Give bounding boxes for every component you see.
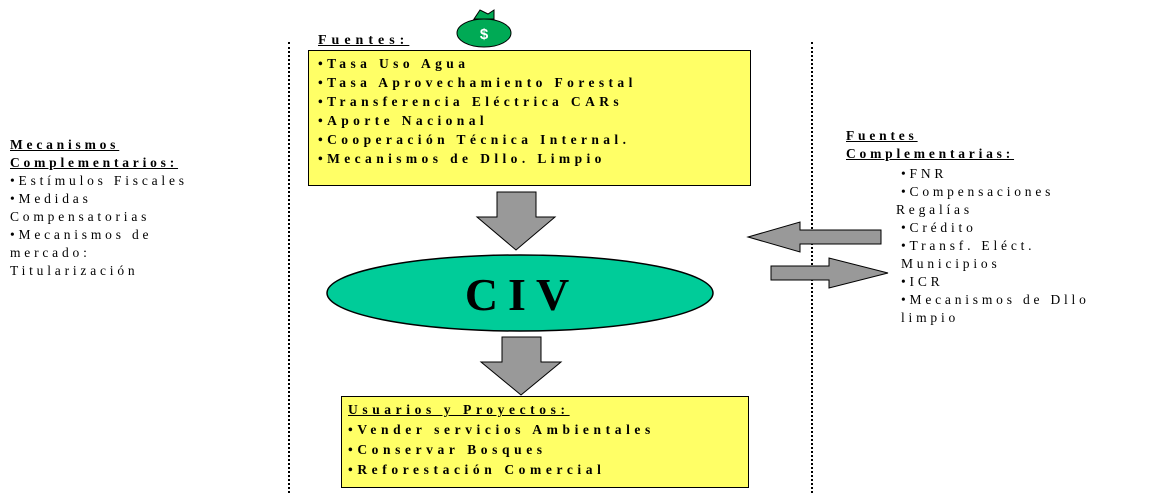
mecanismos-complementarios: Mecanismos Complementarios: •Estímulos F… [10, 136, 188, 280]
fuentes-item: •Mecanismos de Dllo. Limpio [318, 151, 606, 166]
fuentes-item: •Tasa Uso Agua [318, 56, 470, 71]
complementarias-item: •Mecanismos de Dllo [901, 292, 1090, 307]
complementarias-title-line: Complementarias: [846, 146, 1015, 161]
money-bag-icon: $ [456, 9, 512, 48]
complementarias-item: Municipios [901, 256, 1001, 271]
left-arrow-from-complementarias [746, 221, 882, 253]
fuentes-complementarias-list: •FNR •Compensaciones Regalías •Crédito •… [846, 165, 1090, 327]
complementarias-item: •FNR [901, 166, 948, 181]
right-arrow-to-complementarias [770, 257, 889, 289]
mecanismos-item: •Mecanismos de [10, 227, 153, 242]
usuarios-item: •Conservar Bosques [348, 442, 547, 457]
fuentes-item: •Transferencia Eléctrica CARs [318, 94, 624, 109]
complementarias-item: •Crédito [901, 220, 977, 235]
complementarias-item: Regalías [896, 202, 973, 217]
complementarias-item: •ICR [901, 274, 944, 289]
complementarias-title-line: Fuentes [846, 128, 918, 143]
usuarios-title: Usuarios y Proyectos: [348, 402, 570, 417]
usuarios-item: •Vender servicios Ambientales [348, 422, 655, 437]
fuentes-item: •Aporte Nacional [318, 113, 488, 128]
money-bag-symbol: $ [480, 26, 489, 43]
civ-ellipse [326, 254, 714, 332]
complementarias-item: •Transf. Eléct. [901, 238, 1036, 253]
mecanismos-item: •Estímulos Fiscales [10, 173, 188, 188]
fuentes-complementarias: Fuentes Complementarias: [846, 127, 1014, 163]
mecanismos-item: Titularización [10, 263, 139, 278]
fuentes-item: •Cooperación Técnica Internal. [318, 132, 631, 147]
complementarias-item: limpio [901, 310, 960, 325]
fuentes-box: •Tasa Uso Agua •Tasa Aprovechamiento For… [308, 50, 751, 186]
mecanismos-title-line: Complementarios: [10, 155, 179, 170]
complementarias-item: •Compensaciones [901, 184, 1055, 199]
mecanismos-item: mercado: [10, 245, 91, 260]
mecanismos-item: Compensatorias [10, 209, 151, 224]
mecanismos-title-line: Mecanismos [10, 137, 120, 152]
usuarios-box: Usuarios y Proyectos: •Vender servicios … [341, 396, 749, 488]
left-divider [288, 42, 290, 493]
civ-label: CIV [465, 269, 579, 320]
down-arrow-to-usuarios [479, 336, 563, 396]
fuentes-item: •Tasa Aprovechamiento Forestal [318, 75, 637, 90]
mecanismos-item: •Medidas [10, 191, 92, 206]
usuarios-item: •Reforestación Comercial [348, 462, 606, 477]
fuentes-title: Fuentes: [318, 33, 410, 48]
down-arrow-to-civ [475, 191, 557, 251]
